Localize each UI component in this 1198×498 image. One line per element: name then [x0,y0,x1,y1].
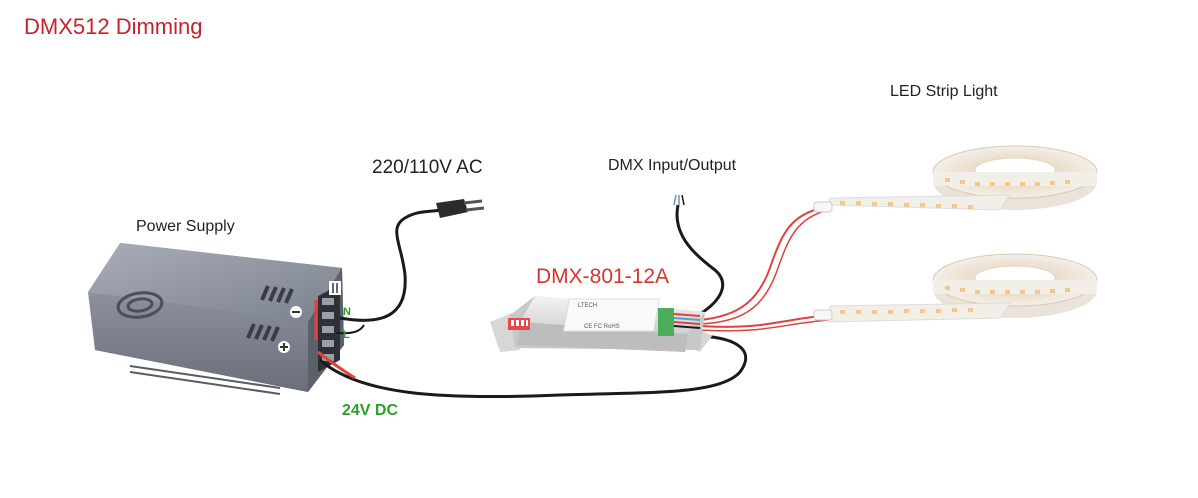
led-strip-reel-bottom [813,253,1098,323]
svg-text:LTECH: LTECH [578,303,597,309]
dmx-decoder-device: LTECH CE FC RoHS [490,296,712,352]
fan-grille-icon [116,291,164,319]
terminal-n-label: N [343,306,351,318]
adjust-icon [329,281,341,295]
ac-power-plug [335,199,485,335]
terminal-block [314,285,340,372]
led-output-wires [699,207,829,332]
minus-terminal-icon [290,306,302,318]
terminal-l-label: L [343,329,350,341]
diagram-title: DMX512 Dimming [24,14,203,39]
dc-output-label: 24V DC [342,402,399,419]
dmx-io-label: DMX Input/Output [608,157,737,174]
plus-terminal-icon [278,341,290,353]
dc-wires [317,334,748,399]
led-strip-label: LED Strip Light [890,83,998,100]
led-strip-reel-top [813,145,1098,213]
vent-slots [246,285,294,342]
svg-text:CE FC RoHS: CE FC RoHS [584,324,620,330]
decoder-model-label: DMX-801-12A [536,265,670,288]
power-supply-unit [88,243,344,395]
ac-input-label: 220/110V AC [372,157,483,178]
power-supply-label: Power Supply [136,218,235,235]
dmx-cable [673,194,725,316]
